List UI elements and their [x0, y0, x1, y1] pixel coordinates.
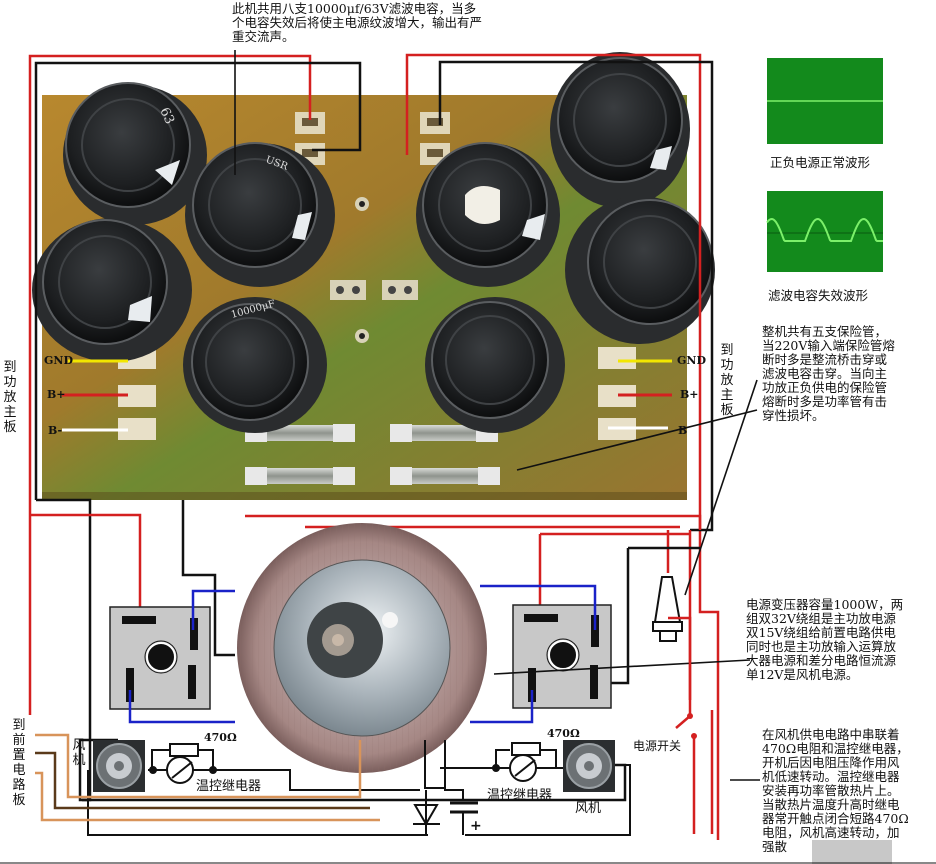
fan-right: [563, 740, 615, 792]
waveform-normal: [767, 58, 883, 144]
capacitor: [183, 297, 327, 433]
fan-left-relay: 温控继电器: [196, 779, 262, 794]
fuse-holder: [652, 576, 692, 700]
waveform-normal-caption: 正负电源正常波形: [770, 155, 871, 170]
capacitor: [185, 142, 335, 287]
fan-right-label: 风机: [575, 801, 602, 816]
fan-right-resistor: 470Ω: [547, 727, 580, 740]
waveform-fault: [766, 191, 883, 272]
capacitor: [63, 82, 207, 225]
capacitor: [425, 297, 565, 433]
capacitor: [416, 142, 560, 287]
filter-capacitors: 63 USR 10000μF: [32, 52, 715, 433]
blue-wiring: [128, 584, 597, 724]
mounting-holes: [330, 197, 418, 343]
fan-left: [93, 740, 145, 792]
left-output-label: 到功放主板: [3, 360, 17, 435]
left-pin-bminus: B-: [48, 424, 63, 437]
toroidal-transformer: [237, 523, 487, 773]
fuse: [390, 467, 500, 485]
capacitor-marking: 63: [156, 105, 177, 126]
fan-left-resistor: 470Ω: [204, 731, 237, 744]
right-output-label: 到功放主板: [720, 343, 734, 418]
right-pin-bplus: B+: [680, 388, 699, 401]
fuse-note: 整机共有五支保险管， 当220V输入端保险管熔 断时多是整流桥击穿或 滤波电容击…: [762, 324, 895, 423]
bridge-rectifier-right: [512, 604, 612, 709]
transformer-note: 电源变压器容量1000W，两 组双32V绕组是主功放电源 双15V绕组给前置电路…: [746, 597, 904, 682]
preamp-wiring: [35, 733, 380, 822]
fan-right-relay: 温控继电器: [487, 788, 553, 803]
svg-text:+: +: [470, 818, 482, 834]
waveform-fault-caption: 滤波电容失效波形: [768, 288, 869, 303]
main-wiring: [28, 53, 720, 840]
fan-left-label: 风机: [72, 738, 86, 768]
capacitor: [32, 218, 192, 362]
bottom-bar: [812, 840, 892, 864]
left-output-wires: [62, 359, 128, 432]
pcb-shadow-edge: [42, 492, 687, 500]
preamp-label: 到前置电路板: [12, 718, 26, 808]
fan-circuit-right: [440, 742, 631, 836]
right-output-wires: [608, 359, 672, 430]
power-switch-label: 电源开关: [633, 739, 682, 753]
fuse: [245, 467, 355, 485]
power-switch[interactable]: [675, 700, 714, 834]
diode-and-capacitor: +: [413, 740, 482, 835]
left-pin-gnd: GND: [44, 354, 73, 367]
bridge-rectifier-left: [109, 606, 211, 710]
right-pin-bminus: B: [678, 424, 688, 437]
fan-circuit-left: [87, 743, 428, 836]
right-pin-gnd: GND: [677, 354, 706, 367]
capacitor: [550, 52, 690, 208]
capacitor-note: 此机共用八支10000μf/63V滤波电容，当多 个电容失效后将使主电源纹波增大…: [232, 1, 483, 44]
fan-note: 在风机供电电路中串联着 470Ω电阻和温控继电器， 开机后因电阻压降作用风 机低…: [762, 727, 909, 854]
annotation-pointers: [234, 50, 760, 781]
left-pin-bplus: B+: [47, 388, 66, 401]
capacitor: [565, 196, 715, 344]
